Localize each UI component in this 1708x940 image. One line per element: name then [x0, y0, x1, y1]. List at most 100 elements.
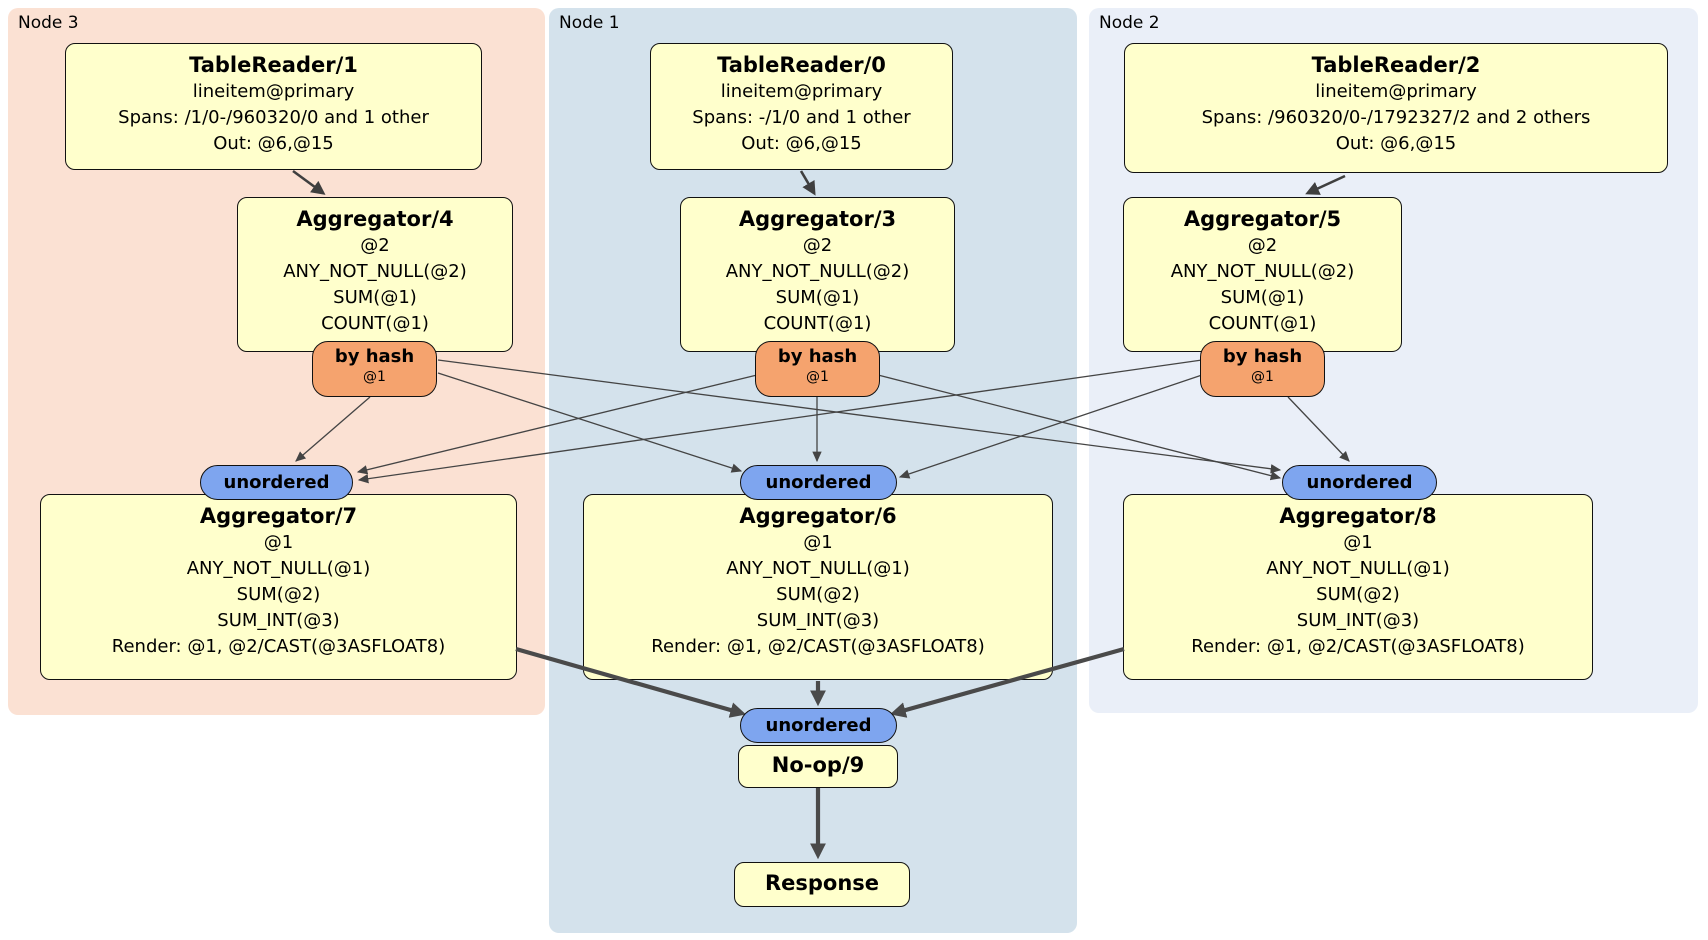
processor-detail-line: ANY_NOT_NULL(@1): [186, 558, 371, 579]
processor-title: No-op/9: [771, 753, 865, 777]
router-detail: @1: [1251, 369, 1274, 385]
processor-detail-line: SUM(@2): [1316, 584, 1400, 605]
processor-detail-line: SUM(@1): [1220, 287, 1305, 308]
processor-detail-line: Out: @6,@15: [213, 133, 334, 154]
processor-detail-line: Spans: /1/0-/960320/0 and 1 other: [118, 107, 429, 128]
edge-tr2-agg5: [1305, 174, 1346, 195]
router-detail: @1: [363, 369, 386, 385]
router-by-hash-5: by hash @1: [1200, 341, 1325, 397]
edge-hash4-sync6: [437, 372, 743, 473]
edge-agg7-sync9: [515, 646, 747, 718]
processor-detail-line: Out: @6,@15: [741, 133, 862, 154]
edge-hash3-sync7: [356, 374, 758, 475]
processor-title: Aggregator/3: [738, 207, 897, 231]
edge-tr0-agg3: [799, 170, 816, 196]
sync-unordered-8: unordered: [1282, 465, 1437, 500]
processor-detail-line: @1: [1343, 532, 1373, 553]
edge-hash5-sync8: [1287, 396, 1350, 462]
processor-detail-line: ANY_NOT_NULL(@2): [283, 261, 467, 282]
processor-detail-line: SUM_INT(@3): [756, 610, 880, 631]
sync-unordered-9: unordered: [740, 708, 897, 743]
processor-response: Response: [734, 862, 910, 907]
processor-title: TableReader/0: [717, 53, 886, 77]
processor-detail-line: @2: [1247, 235, 1278, 256]
processor-detail-line: lineitem@primary: [1315, 81, 1477, 102]
processor-detail-line: lineitem@primary: [192, 81, 355, 102]
edge-tr1-agg4: [292, 169, 326, 195]
processor-detail-line: Spans: /960320/0-/1792327/2 and 2 others: [1201, 107, 1591, 128]
sync-label: unordered: [223, 472, 330, 493]
processor-detail-line: SUM_INT(@3): [217, 610, 340, 631]
processor-title: Aggregator/7: [199, 504, 358, 528]
router-label: by hash: [777, 346, 858, 367]
processor-detail-line: @1: [803, 532, 833, 553]
router-detail: @1: [806, 369, 829, 385]
router-by-hash-4: by hash @1: [312, 341, 437, 397]
processor-noop-9: No-op/9: [738, 745, 898, 788]
processor-title: Aggregator/6: [739, 504, 897, 528]
processor-detail-line: ANY_NOT_NULL(@1): [1266, 558, 1450, 579]
processor-detail-line: ANY_NOT_NULL(@2): [725, 261, 910, 282]
router-label: by hash: [334, 346, 415, 367]
processor-detail-line: COUNT(@1): [321, 313, 429, 334]
sync-label: unordered: [765, 472, 872, 493]
processor-detail-line: SUM(@1): [333, 287, 417, 308]
edge-hash3-sync8: [877, 374, 1282, 481]
edge-hash4-sync7: [295, 396, 371, 462]
edge-agg8-sync9: [889, 646, 1125, 718]
processor-detail-line: COUNT(@1): [1208, 313, 1317, 334]
processor-detail-line: SUM(@2): [776, 584, 860, 605]
sync-unordered-7: unordered: [200, 465, 353, 500]
processor-title: Aggregator/8: [1279, 504, 1437, 528]
edge-hash4-sync8: [437, 359, 1282, 474]
processor-title: Response: [764, 871, 880, 895]
processor-detail-line: Render: @1, @2/CAST(@3ASFLOAT8): [651, 636, 985, 657]
processor-detail-line: @2: [360, 235, 390, 256]
router-label: by hash: [1222, 346, 1303, 367]
processor-detail-line: @1: [263, 532, 294, 553]
processor-detail-line: SUM(@1): [775, 287, 860, 308]
node-label: Node 2: [1099, 13, 1160, 33]
processor-detail-line: SUM_INT(@3): [1296, 610, 1420, 631]
processor-detail-line: SUM(@2): [236, 584, 321, 605]
router-by-hash-3: by hash @1: [755, 341, 880, 397]
processor-title: TableReader/1: [189, 53, 358, 77]
edge-hash5-sync7: [357, 359, 1203, 484]
processor-detail-line: ANY_NOT_NULL(@2): [1170, 261, 1355, 282]
edge-hash5-sync6: [898, 374, 1203, 479]
processor-detail-line: Render: @1, @2/CAST(@3ASFLOAT8): [1191, 636, 1525, 657]
processor-detail-line: Spans: -/1/0 and 1 other: [692, 107, 911, 128]
sync-label: unordered: [1306, 472, 1413, 493]
processor-detail-line: @2: [802, 235, 833, 256]
processor-title: Aggregator/5: [1183, 207, 1342, 231]
processor-detail-line: Out: @6,@15: [1335, 133, 1457, 154]
node-label: Node 1: [559, 13, 620, 33]
processor-title: Aggregator/4: [296, 207, 454, 231]
processor-detail-line: ANY_NOT_NULL(@1): [726, 558, 910, 579]
sync-unordered-6: unordered: [740, 465, 897, 500]
processor-detail-line: lineitem@primary: [720, 81, 883, 102]
processor-title: TableReader/2: [1311, 53, 1481, 77]
sync-label: unordered: [765, 715, 872, 736]
node-label: Node 3: [18, 13, 79, 33]
processor-detail-line: COUNT(@1): [763, 313, 872, 334]
